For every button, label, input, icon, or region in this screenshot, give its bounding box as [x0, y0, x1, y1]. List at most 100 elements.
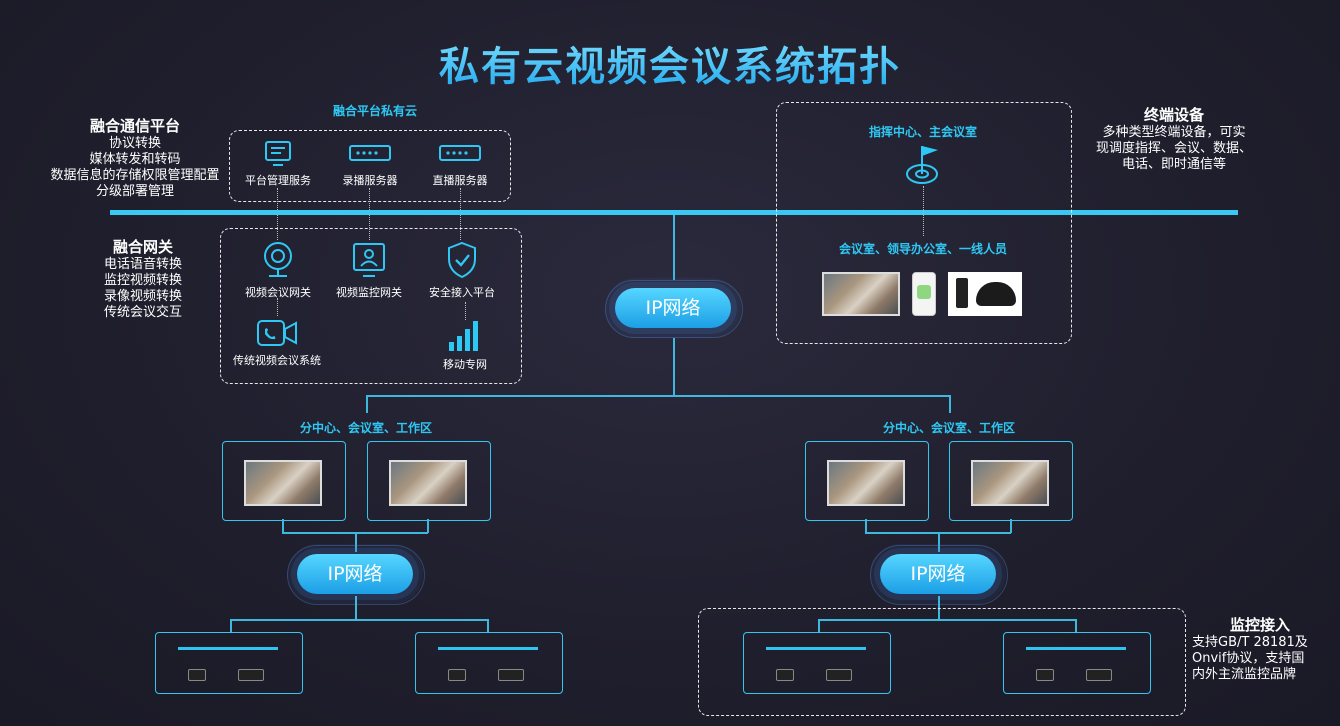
- smartphone-image: [912, 272, 936, 316]
- terminal-desc: 现调度指挥、会议、数据、: [1095, 141, 1252, 156]
- signal-bars-icon: [449, 321, 478, 351]
- connector: [277, 298, 278, 316]
- connector: [865, 519, 867, 533]
- server-label: 平台管理服务: [245, 174, 311, 187]
- connector: [282, 519, 284, 533]
- gateway-item: 电话语音转换: [103, 257, 182, 272]
- connector: [465, 302, 466, 320]
- gateway-item: 录像视频转换: [103, 289, 182, 304]
- branch-terminal: [949, 441, 1073, 521]
- display-user-icon: [353, 243, 385, 277]
- connector: [673, 338, 675, 396]
- connector: [427, 519, 429, 533]
- gateway-label: 视频监控网关: [336, 286, 402, 299]
- monitor-access-description: 监控接入 支持GB/T 28181及 Onvif协议，支持国 内外主流监控品牌: [1192, 614, 1328, 683]
- branch-label-left: 分中心、会议室、工作区: [299, 421, 432, 435]
- gateway-item: 监控视频转换: [103, 273, 182, 288]
- meeting-photo: [971, 460, 1049, 506]
- gateway-legacy-conference: 传统视频会议系统: [230, 318, 324, 368]
- gateway-video-conference: 视频会议网关: [238, 240, 318, 300]
- server-icon: [439, 145, 481, 161]
- meeting-photo: [822, 272, 900, 316]
- connector: [366, 395, 368, 413]
- monitor-access-heading: 监控接入: [1229, 616, 1290, 634]
- server-label: 直播服务器: [432, 174, 488, 187]
- camera-icon: [448, 669, 466, 681]
- gateway-label: 视频会议网关: [245, 286, 311, 299]
- camera-icon: [1036, 669, 1054, 681]
- platform-heading: 融合通信平台: [89, 117, 180, 135]
- page-title: 私有云视频会议系统拓扑: [0, 34, 1340, 92]
- gateway-video-surveillance: 视频监控网关: [328, 240, 410, 300]
- connector: [366, 395, 950, 397]
- connector: [1075, 619, 1077, 633]
- branch-terminal: [222, 441, 346, 521]
- ip-network-left: IP网络: [297, 554, 413, 594]
- cloud-box: [229, 130, 511, 202]
- connector: [818, 619, 1076, 621]
- webcam-icon: [264, 242, 292, 277]
- flag-target-icon: [906, 146, 938, 184]
- command-center-box: [776, 102, 1072, 344]
- monitor-access-desc: 内外主流监控品牌: [1192, 667, 1297, 682]
- server-icon: [349, 145, 391, 161]
- gateway-box: [220, 228, 522, 384]
- branch-label-right: 分中心、会议室、工作区: [882, 421, 1015, 435]
- gateway-label: 安全接入平台: [429, 286, 495, 299]
- command-center-label: 指挥中心、主会议室: [868, 125, 977, 139]
- platform-item: 分级部署管理: [95, 184, 174, 199]
- terminal-heading: 终端设备: [1143, 106, 1204, 124]
- connector: [230, 619, 488, 621]
- monitor-access-desc: 支持GB/T 28181及: [1192, 635, 1308, 650]
- shield-check-icon: [448, 241, 476, 279]
- meeting-photo: [827, 460, 905, 506]
- ip-ring: [605, 280, 743, 338]
- camera-icon: [188, 669, 206, 681]
- gateway-label: 移动专网: [443, 358, 487, 371]
- connector: [230, 619, 232, 633]
- gateway-item: 传统会议交互: [103, 305, 182, 320]
- monitor-icon: [265, 141, 291, 166]
- connector: [938, 532, 940, 552]
- ip-network-right: IP网络: [880, 554, 996, 594]
- connector: [673, 215, 675, 280]
- surveillance-unit: [743, 632, 891, 694]
- terminal-desc: 多种类型终端设备，可实: [1102, 125, 1246, 140]
- gateway-label: 传统视频会议系统: [233, 354, 321, 367]
- connector: [355, 596, 357, 620]
- recorder-icon: [826, 669, 852, 681]
- surveillance-unit: [155, 632, 303, 694]
- connector: [1010, 519, 1012, 533]
- connector: [818, 619, 820, 633]
- connector: [949, 395, 951, 413]
- recorder-icon: [238, 669, 264, 681]
- branch-terminal: [367, 441, 491, 521]
- surveillance-access-box: [698, 608, 1186, 716]
- video-call-icon: [257, 320, 297, 346]
- connector: [487, 619, 489, 633]
- surveillance-unit: [1003, 632, 1151, 694]
- meeting-photo: [244, 460, 322, 506]
- meeting-photo: [389, 460, 467, 506]
- terminal-description: 终端设备 多种类型终端设备，可实 现调度指挥、会议、数据、 电话、即时通信等: [1086, 104, 1262, 173]
- server-live: 直播服务器: [420, 140, 500, 188]
- gateway-secure-access: 安全接入平台: [420, 240, 504, 300]
- recorder-icon: [498, 669, 524, 681]
- field-equipment-image: [948, 272, 1022, 316]
- platform-item: 协议转换: [108, 136, 161, 151]
- server-recording: 录播服务器: [330, 140, 410, 188]
- platform-item: 媒体转发和转码: [89, 152, 181, 167]
- surveillance-unit: [415, 632, 563, 694]
- gateway-mobile-network: 移动专网: [428, 318, 502, 372]
- terminal-desc: 电话、即时通信等: [1121, 157, 1226, 172]
- recorder-icon: [1086, 669, 1112, 681]
- connector: [923, 186, 924, 236]
- gateway-heading: 融合网关: [112, 238, 173, 256]
- main-bus: [110, 210, 1238, 215]
- meeting-room-label: 会议室、领导办公室、一线人员: [838, 242, 1007, 256]
- server-platform-management: 平台管理服务: [238, 140, 318, 188]
- gateway-description: 融合网关 电话语音转换 监控视频转换 录像视频转换 传统会议交互: [80, 236, 206, 321]
- ip-network-center: IP网络: [615, 288, 731, 328]
- camera-icon: [776, 669, 794, 681]
- platform-description: 融合通信平台 协议转换 媒体转发和转码 数据信息的存储权限管理配置 分级部署管理: [30, 115, 240, 200]
